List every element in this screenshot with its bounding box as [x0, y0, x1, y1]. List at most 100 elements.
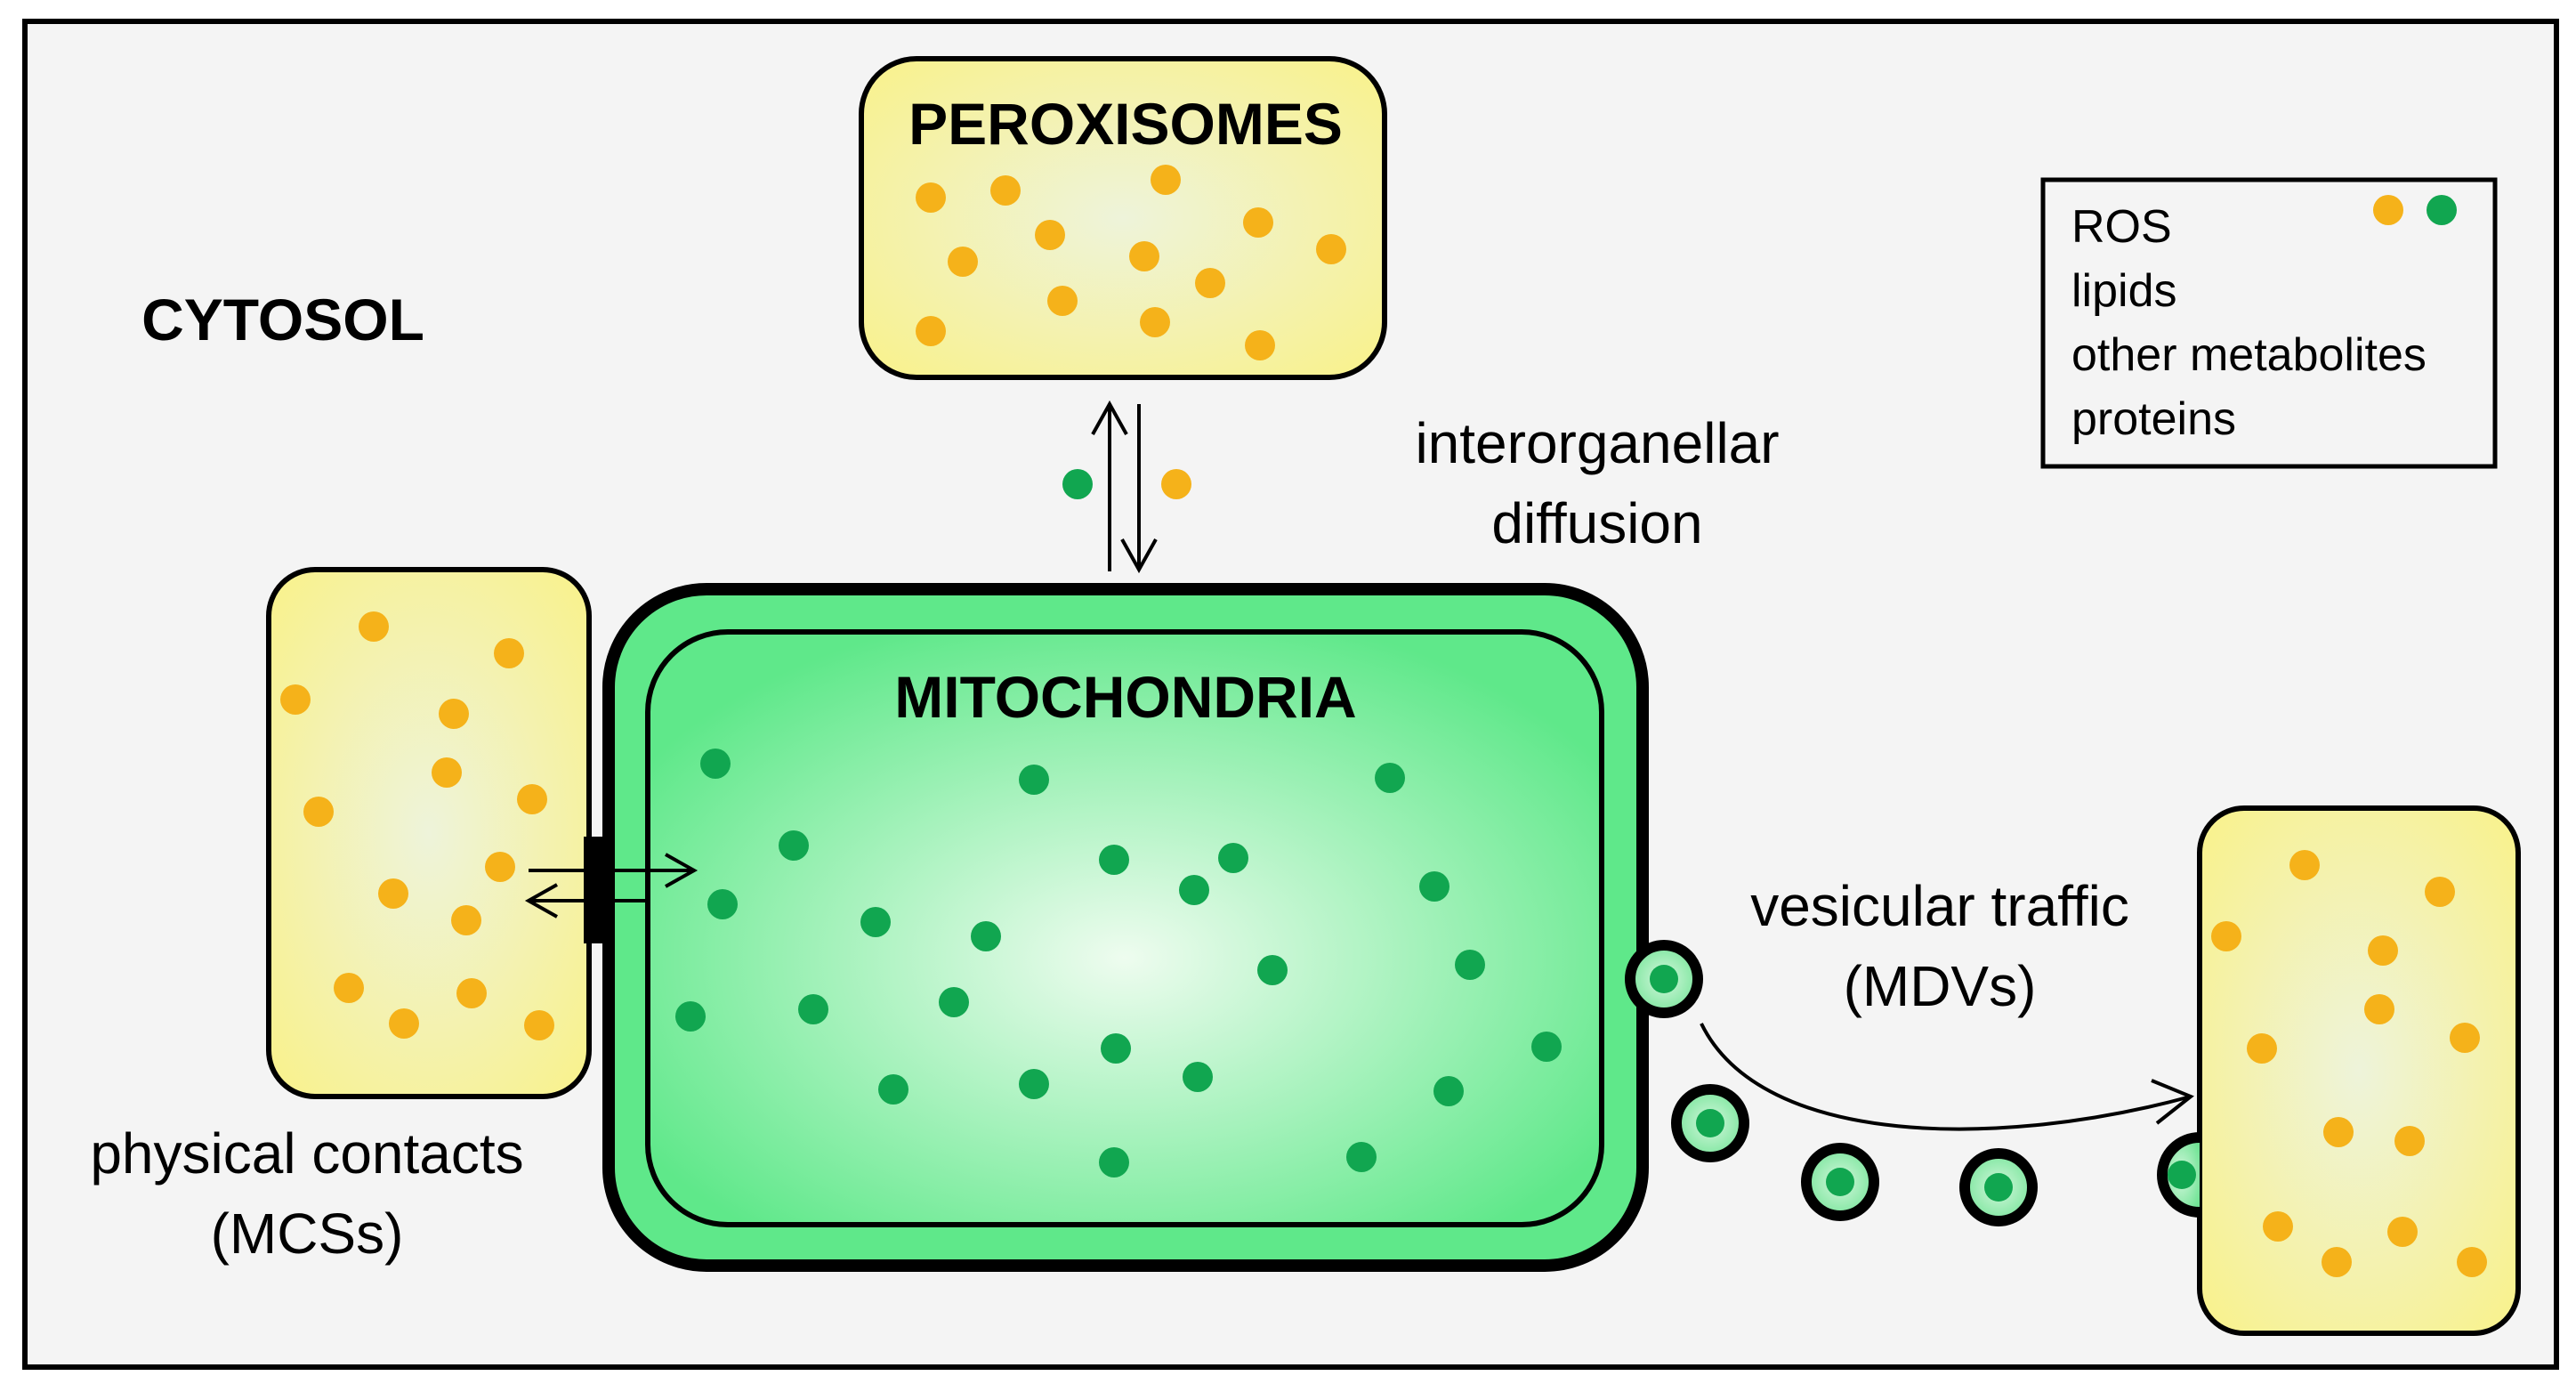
metabolite-dot: [2211, 921, 2241, 951]
metabolite-dot: [798, 994, 828, 1024]
metabolite-dot: [2263, 1211, 2293, 1242]
metabolite-dot: [280, 684, 311, 715]
right-organelle-metabolites: [2211, 850, 2487, 1277]
metabolite-dot: [1129, 241, 1159, 271]
metabolite-dot: [2364, 994, 2394, 1024]
diffusing-orange-metabolite: [1161, 469, 1191, 499]
vesicular-traffic-arrow: [1700, 1023, 2192, 1131]
vesicle: [1671, 1084, 1749, 1162]
metabolite-dot: [1316, 234, 1346, 264]
metabolite-dot: [971, 921, 1001, 951]
metabolite-dot: [707, 889, 738, 919]
legend-green-dot-icon: [2427, 195, 2457, 225]
metabolite-dot: [990, 175, 1021, 206]
fusing-vesicle: [2157, 1132, 2201, 1218]
metabolite-dot: [389, 1008, 419, 1039]
metabolite-dot: [1419, 871, 1450, 902]
metabolite-dot: [2289, 850, 2320, 880]
metabolite-dot: [1035, 220, 1065, 250]
metabolite-dot: [517, 784, 547, 814]
metabolite-dot: [432, 757, 462, 788]
metabolite-dot: [451, 905, 481, 935]
legend-item-other-metabolites: other metabolites: [2071, 329, 2427, 381]
metabolite-dot: [2322, 1247, 2352, 1277]
contacts-label-line1: physical contacts: [90, 1121, 523, 1186]
metabolite-dot: [878, 1074, 908, 1105]
metabolite-dot: [1183, 1062, 1213, 1092]
metabolite-dot: [779, 830, 809, 861]
legend-item-proteins: proteins: [2071, 393, 2236, 445]
left-organelle: [266, 567, 592, 1099]
metabolite-dot: [948, 247, 978, 277]
legend-item-ros: ROS: [2071, 201, 2172, 253]
metabolite-dot: [2450, 1023, 2480, 1053]
mitochondria-metabolites: [675, 749, 1562, 1178]
peroxisome-metabolites: [916, 165, 1346, 360]
metabolite-dot: [2425, 877, 2455, 907]
metabolite-dot: [2387, 1217, 2418, 1247]
metabolite-dot: [860, 907, 891, 937]
diffusion-label-line1: interorganellar: [1415, 411, 1779, 475]
legend-orange-dot-icon: [2373, 195, 2403, 225]
peroxisomes-label: PEROXISOMES: [908, 91, 1343, 157]
metabolite-dot: [2323, 1117, 2354, 1147]
metabolite-dot: [700, 749, 731, 779]
vesicular-label-line1: vesicular traffic: [1750, 874, 2129, 938]
legend-item-lipids: lipids: [2071, 265, 2177, 317]
metabolite-dot: [916, 316, 946, 346]
metabolite-dot: [1531, 1032, 1562, 1062]
budding-vesicle: [1625, 940, 1703, 1018]
metabolite-dot: [1019, 765, 1049, 795]
metabolite-dot: [1140, 307, 1170, 337]
metabolite-dot: [1243, 207, 1273, 238]
mitochondria-derived-vesicles: [1671, 1084, 2038, 1226]
metabolite-dot: [334, 973, 364, 1003]
cytosol-label: CYTOSOL: [141, 287, 424, 352]
legend: ROS lipids other metabolites proteins: [2040, 177, 2498, 469]
diffusing-green-metabolite: [1062, 469, 1093, 499]
metabolite-dot: [1099, 1147, 1129, 1178]
metabolite-dot: [1019, 1069, 1049, 1099]
contacts-label-line2: (MCSs): [211, 1202, 404, 1266]
metabolite-dot: [1245, 330, 1275, 360]
metabolite-dot: [303, 797, 334, 827]
metabolite-dot: [675, 1001, 706, 1032]
metabolite-dot: [1099, 845, 1129, 875]
metabolite-dot: [1375, 763, 1405, 793]
metabolite-dot: [1101, 1033, 1131, 1064]
metabolite-dot: [524, 1010, 554, 1040]
mitochondria-organelle: MITOCHONDRIA: [602, 583, 1649, 1272]
metabolite-dot: [378, 878, 408, 909]
metabolite-dot: [1047, 286, 1078, 316]
metabolite-dot: [1346, 1142, 1377, 1172]
peroxisomes-organelle: PEROXISOMES: [859, 56, 1387, 380]
metabolite-dot: [2394, 1126, 2425, 1156]
vesicle: [1801, 1143, 1879, 1221]
metabolite-dot: [1151, 165, 1181, 195]
contact-exchange-arrows: [524, 853, 699, 919]
metabolite-dot: [1257, 955, 1288, 985]
mitochondria-label: MITOCHONDRIA: [894, 664, 1356, 730]
diffusion-label-line2: diffusion: [1491, 491, 1702, 555]
metabolite-dot: [1218, 843, 1248, 873]
metabolite-dot: [1179, 875, 1209, 905]
metabolite-dot: [494, 638, 524, 668]
left-organelle-metabolites: [280, 611, 554, 1040]
metabolite-dot: [456, 978, 487, 1008]
vesicular-traffic-arrowhead: [2151, 1079, 2194, 1125]
metabolite-dot: [485, 852, 515, 882]
metabolite-dot: [1455, 950, 1485, 980]
metabolite-dot: [2368, 935, 2398, 966]
metabolite-dot: [2457, 1247, 2487, 1277]
metabolite-dot: [2247, 1033, 2277, 1064]
metabolite-dot: [939, 987, 969, 1017]
metabolite-dot: [359, 611, 389, 642]
diffusion-arrows: [1062, 400, 1191, 574]
metabolite-dot: [439, 699, 469, 729]
membrane-contact-site: [584, 837, 614, 943]
right-organelle: [2197, 805, 2521, 1336]
metabolite-dot: [1195, 268, 1225, 298]
vesicular-label-line2: (MDVs): [1844, 954, 2037, 1018]
vesicle: [1959, 1148, 2038, 1226]
